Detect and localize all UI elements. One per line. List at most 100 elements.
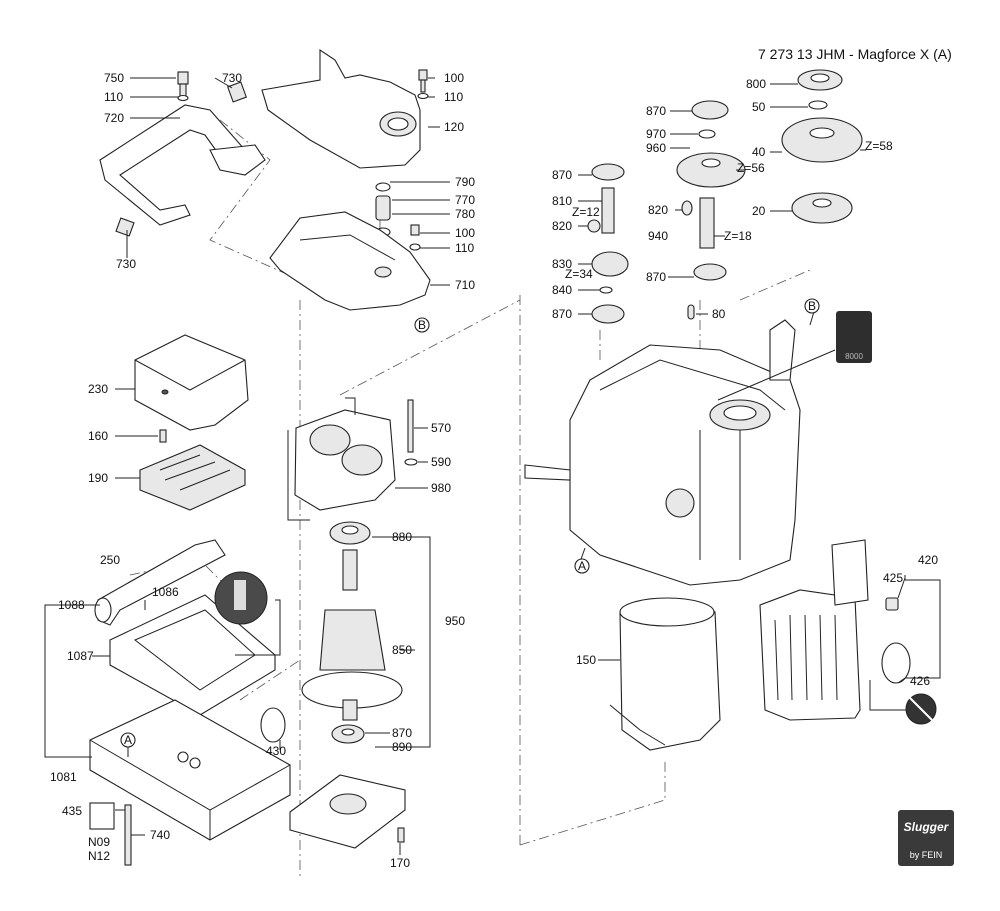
label-1088: 1088 [58,598,85,612]
bearing-plate [289,774,406,849]
label-230: 230 [88,382,108,396]
ref-b-left: B [418,318,426,332]
label-190: 190 [88,471,108,485]
label-950: 950 [445,614,465,628]
label-870-upper: 870 [646,104,666,118]
label-n12: N12 [88,849,110,863]
label-820-middle: 820 [648,203,668,217]
label-1081: 1081 [50,770,77,784]
label-850: 850 [392,643,412,657]
label-20: 20 [752,204,766,218]
gear-label-z12: Z=12 [572,205,600,219]
label-100-mid: 100 [455,226,475,240]
label-435: 435 [62,804,82,818]
label-840: 840 [552,283,572,297]
brand-logo: Slugger by FEIN [898,810,954,866]
armature-rotor [301,549,403,721]
label-730-top: 730 [222,71,242,85]
label-250: 250 [100,553,120,567]
label-430: 430 [266,744,286,758]
label-870-pinion: 870 [552,168,572,182]
label-890: 890 [392,740,412,754]
diagram-title: 7 273 13 JHM - Magforce X (A) [758,46,952,62]
bearing-870-lower [331,724,365,744]
label-1087: 1087 [67,649,94,663]
washer-590 [404,458,418,466]
side-shield [759,539,911,721]
speed-badge-text: 8000 [845,352,863,361]
label-160: 160 [88,429,108,443]
small-bearing-parts [375,182,421,251]
lower-gear-housing [269,211,431,311]
gear-label-z18: Z=18 [724,229,752,243]
label-150: 150 [576,653,596,667]
screw-170 [397,827,405,843]
label-170: 170 [390,856,410,870]
label-425: 425 [883,571,903,585]
label-80: 80 [712,307,726,321]
label-870-lower-left: 870 [552,307,572,321]
label-110-top: 110 [444,90,463,104]
gear-train [587,69,863,324]
magnet-base [89,699,291,841]
label-50: 50 [752,100,766,114]
label-960: 960 [646,141,666,155]
part-number-labels: 750 730 110 720 730 100 110 120 790 770 … [50,71,938,870]
label-800: 800 [746,77,766,91]
label-420: 420 [918,553,938,567]
gear-label-z58: Z=58 [865,139,893,153]
label-40: 40 [752,145,766,159]
label-730-bottom: 730 [116,257,136,271]
label-110-mid: 110 [455,241,474,255]
magnet-hint-icon [214,571,268,625]
speed-badge: 8000 [836,311,872,363]
circuit-board [139,444,246,511]
screw-160 [159,429,167,443]
label-110-left: 110 [104,90,123,104]
label-710: 710 [455,278,475,292]
gear-label-z56: Z=56 [737,161,765,175]
main-housing [524,319,801,586]
label-970: 970 [646,127,666,141]
label-940: 940 [648,229,668,243]
label-770: 770 [455,193,475,207]
label-720: 720 [104,111,124,125]
label-830: 830 [552,257,572,271]
brand-name: Slugger [903,820,949,834]
label-820-left: 820 [552,219,572,233]
label-810: 810 [552,194,572,208]
group-bracket-950 [375,536,431,748]
gear-cover [261,48,429,169]
ref-b-right: B [808,299,816,313]
label-750: 750 [104,71,124,85]
brand-by: by FEIN [909,850,943,860]
gear-label-z34: Z=34 [565,267,593,281]
label-120: 120 [444,120,464,134]
label-1086: 1086 [152,585,179,599]
label-870-lower-right: 870 [646,270,666,284]
ref-a-left: A [124,733,132,747]
electronics-cover [134,334,249,431]
bearing-880 [329,521,371,545]
label-590: 590 [431,455,451,469]
no-magnet-warning-icon [869,680,937,725]
label-980: 980 [431,481,451,495]
seal-430 [260,707,286,743]
label-780: 780 [455,207,475,221]
label-100-top: 100 [444,71,464,85]
field-winding [287,397,396,521]
reference-markers [120,298,820,748]
label-426: 426 [910,674,930,688]
ref-a-right: A [578,559,586,573]
bolt-570 [407,399,414,453]
carry-strap [94,539,226,626]
group-bracket-1081 [44,604,92,758]
chip-guard [609,597,721,751]
label-570: 570 [431,421,451,435]
plate-435 [89,802,115,830]
label-n09: N09 [88,835,110,849]
label-790: 790 [455,175,475,189]
label-870-armature: 870 [392,726,412,740]
label-740: 740 [150,828,170,842]
